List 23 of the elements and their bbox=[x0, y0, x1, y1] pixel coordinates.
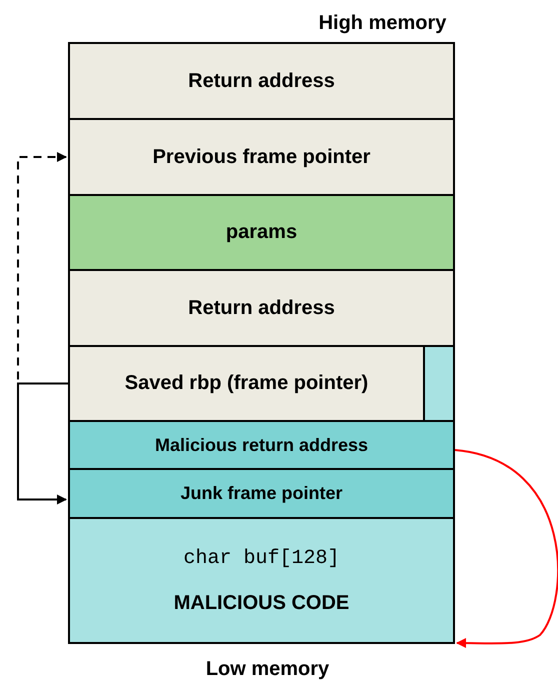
slot-label: char buf[128] bbox=[183, 546, 340, 570]
arrow bbox=[17, 382, 68, 504]
slot-label: Return address bbox=[188, 68, 335, 94]
stack-frame-slot bbox=[68, 42, 455, 120]
arrow bbox=[17, 152, 67, 380]
slot-label: Junk frame pointer bbox=[180, 482, 343, 505]
slot-label: Return address bbox=[188, 296, 335, 320]
stack-frame-slot bbox=[68, 468, 455, 519]
slot-label: Previous frame pointer bbox=[152, 144, 370, 170]
slot-label: Malicious return address bbox=[154, 434, 368, 456]
arrow bbox=[454, 449, 558, 648]
stack-frame-slot bbox=[68, 194, 455, 271]
stack-frame-slot bbox=[68, 420, 455, 470]
stack-frame-slot bbox=[68, 345, 425, 422]
slot-label: MALICIOUS CODE bbox=[174, 590, 350, 616]
stack-frame-slot bbox=[68, 517, 455, 644]
stack-frame-slot bbox=[68, 269, 455, 347]
overflow-bar bbox=[423, 345, 455, 422]
memory-label: Low memory bbox=[204, 657, 330, 680]
stack-frame-slot bbox=[68, 118, 455, 196]
slot-label: params bbox=[226, 220, 298, 245]
slot-label: Saved rbp (frame pointer) bbox=[124, 371, 368, 396]
memory-label: High memory bbox=[318, 11, 448, 36]
